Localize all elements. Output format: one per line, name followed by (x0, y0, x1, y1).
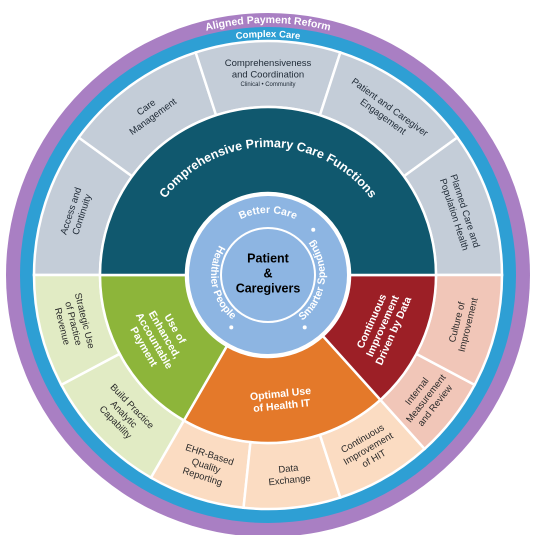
complex-care-label: Complex Care (235, 29, 301, 42)
health-it-item-label-line: Data (278, 463, 300, 476)
center-label-line: Caregivers (236, 281, 301, 295)
primary-care-band (98, 105, 438, 277)
primary-care-item-label-line: Comprehensiveness (225, 58, 312, 69)
center-circle (222, 229, 314, 321)
separator-dot (229, 325, 234, 330)
separator-dot (311, 227, 316, 232)
center-label: Patient&Caregivers (236, 251, 301, 295)
health-it-item-label-line: Exchange (268, 473, 311, 488)
center-label-line: Patient (247, 251, 290, 265)
separator-dot (302, 325, 307, 330)
primary-care-item-label-sub: Clinical • Community (240, 82, 295, 88)
data-pillar (321, 273, 438, 402)
primary-care-item-label-line: and Coordination (232, 70, 304, 81)
center-label-line: & (263, 266, 272, 280)
better-care-label: Better Care (237, 204, 299, 222)
